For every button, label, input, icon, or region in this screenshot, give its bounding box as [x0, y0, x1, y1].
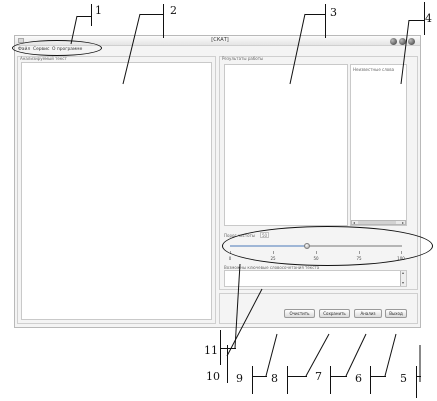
- results-group: Результаты работы Неизвестные слова ◂ ▸ …: [219, 56, 418, 290]
- callout-3-label: 3: [330, 6, 337, 19]
- slider-highlight-ellipse: [222, 226, 433, 266]
- callout-8-bar: [287, 366, 288, 394]
- possible-key-vscrollbar[interactable]: ▴ ▾: [400, 271, 406, 286]
- results-area[interactable]: [224, 64, 348, 226]
- unknown-words-list[interactable]: Неизвестные слова ◂ ▸: [350, 64, 407, 226]
- callout-1-hbar: [77, 16, 92, 17]
- callout-10-label: 10: [206, 370, 220, 383]
- callout-9-label: 9: [236, 372, 243, 385]
- scroll-left-icon[interactable]: ◂: [353, 220, 356, 225]
- callout-6-bar: [370, 366, 371, 394]
- scroll-right-icon[interactable]: ▸: [402, 220, 405, 225]
- callout-6-hbar: [370, 376, 386, 377]
- callout-2-hbar: [140, 14, 164, 15]
- scroll-up-icon[interactable]: ▴: [402, 270, 405, 275]
- window-title: [СКАТ]: [211, 37, 229, 43]
- possible-key-list[interactable]: ▴ ▾: [224, 270, 407, 287]
- callout-11-label: 11: [204, 344, 218, 357]
- analyzed-text-group: Анализируемый текст: [17, 56, 216, 324]
- callout-1-label: 1: [95, 4, 102, 17]
- unknown-words-hscrollbar[interactable]: ◂ ▸: [351, 220, 406, 225]
- slider-tick-label: 0: [228, 256, 232, 261]
- callout-4-label: 4: [425, 12, 432, 25]
- callout-7-hbar: [330, 376, 347, 377]
- callout-2-label: 2: [170, 4, 177, 17]
- callout-10-bar: [227, 345, 228, 383]
- callout-11-bar: [220, 330, 221, 365]
- possible-key-label: Возможны ключевые словосочетания текста: [224, 265, 320, 270]
- analyzed-text-area[interactable]: [21, 62, 212, 320]
- callout-9-hbar: [252, 376, 267, 377]
- minimize-icon[interactable]: [390, 38, 397, 45]
- callout-3-bar: [325, 4, 326, 38]
- analyze-button[interactable]: Анализ: [354, 309, 382, 318]
- clear-button[interactable]: Очистить: [284, 309, 315, 318]
- callout-5-bar: [416, 366, 417, 398]
- exit-button[interactable]: Выход: [385, 309, 407, 318]
- hscroll-thumb[interactable]: [358, 221, 396, 224]
- callout-5-label: 5: [400, 372, 407, 385]
- menu-highlight-ellipse: [12, 40, 102, 56]
- callout-2-bar: [163, 4, 164, 38]
- unknown-words-label: Неизвестные слова: [353, 67, 395, 72]
- callout-11-hbar: [220, 348, 236, 349]
- scroll-down-icon[interactable]: ▾: [402, 280, 405, 285]
- callout-8-label: 8: [271, 372, 278, 385]
- app-window: [СКАТ] Файл Сервис О программе Анализиру…: [14, 35, 421, 328]
- results-label: Результаты работы: [222, 56, 264, 61]
- save-button[interactable]: Сохранить: [319, 309, 350, 318]
- callout-3-hbar: [305, 14, 326, 15]
- callout-9-bar: [252, 366, 253, 394]
- callout-4-hbar: [409, 20, 425, 21]
- callout-7-label: 7: [315, 370, 322, 383]
- callout-6-label: 6: [355, 372, 362, 385]
- callout-8-hbar: [287, 376, 307, 377]
- callout-5-hbar: [416, 376, 421, 377]
- analyzed-text-label: Анализируемый текст: [20, 56, 67, 61]
- maximize-icon[interactable]: [399, 38, 406, 45]
- callout-4-bar: [424, 2, 425, 35]
- callout-7-bar: [330, 366, 331, 394]
- buttons-group: Очистить Сохранить Анализ Выход: [219, 293, 418, 324]
- callout-1-bar: [91, 4, 92, 26]
- close-icon[interactable]: [408, 38, 415, 45]
